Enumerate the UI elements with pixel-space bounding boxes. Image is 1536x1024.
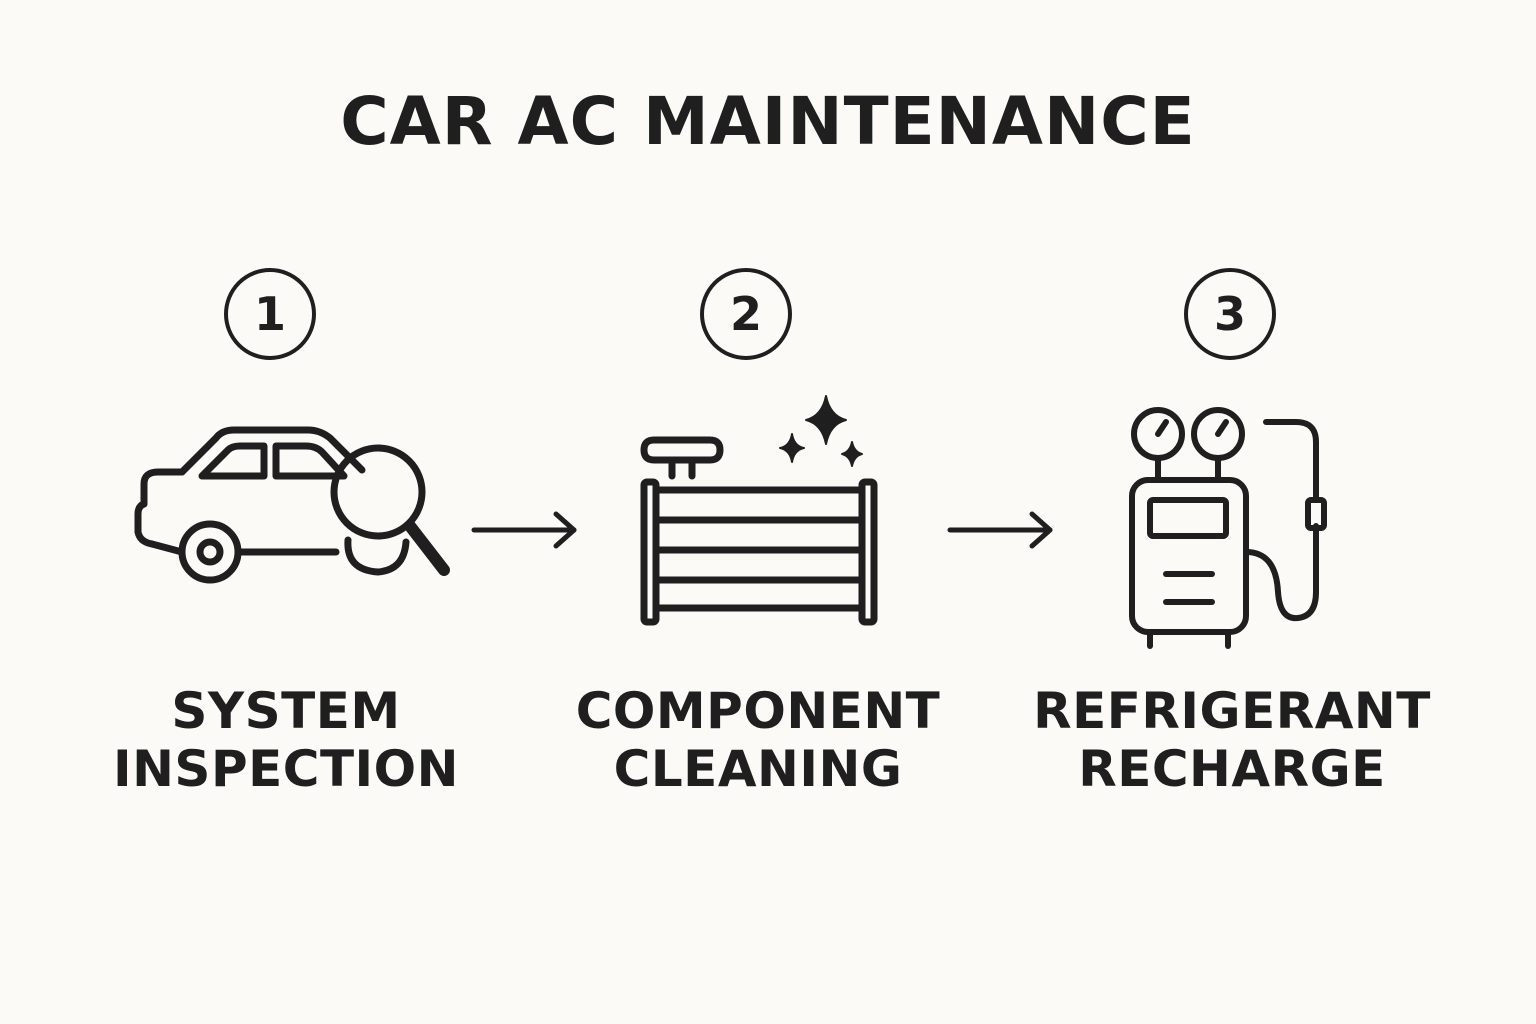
diagram-title: CAR AC MAINTENANCE	[340, 83, 1196, 160]
step-1-label-line2: INSPECTION	[112, 740, 459, 798]
recharge-machine-icon	[1129, 407, 1327, 649]
clean-condenser-icon	[640, 395, 878, 626]
step-2-label: COMPONENT CLEANING	[548, 682, 968, 798]
step-3-label-line1: REFRIGERANT	[1033, 682, 1431, 740]
step-2-label-line2: CLEANING	[613, 740, 903, 798]
step-1-label: SYSTEM INSPECTION	[76, 682, 496, 798]
car-magnifier-icon	[134, 426, 450, 584]
arrow-right-icon	[947, 511, 1053, 549]
step-1-label-line1: SYSTEM	[171, 682, 401, 740]
step-1-number: 1	[224, 268, 316, 360]
step-2-number: 2	[700, 268, 792, 360]
step-2-label-line1: COMPONENT	[575, 682, 941, 740]
step-3-label-line2: RECHARGE	[1078, 740, 1386, 798]
step-3-number: 3	[1184, 268, 1276, 360]
step-3-label: REFRIGERANT RECHARGE	[1022, 682, 1442, 798]
arrow-right-icon	[471, 511, 577, 549]
